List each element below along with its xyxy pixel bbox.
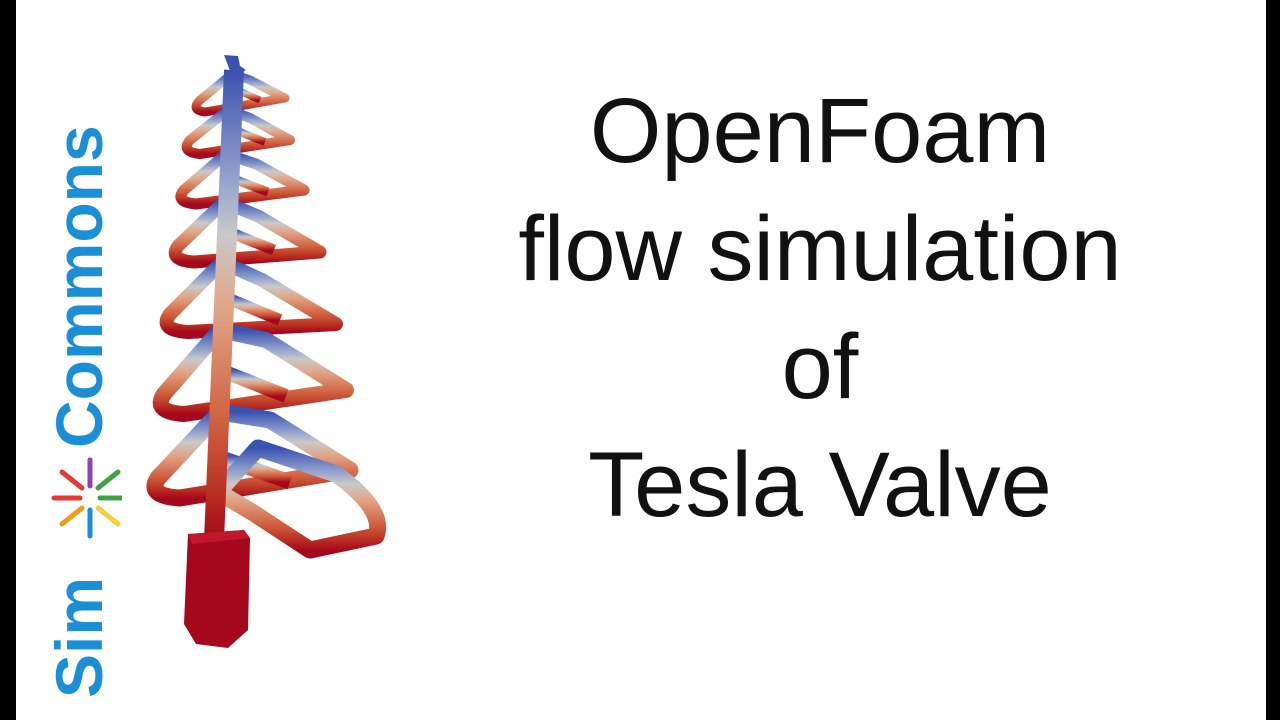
- left-letterbox: [0, 0, 16, 720]
- logo-burst-icon: [51, 457, 122, 539]
- title: OpenFoam flow simulation of Tesla Valve: [410, 72, 1230, 544]
- logo-text-commons: Commons: [42, 125, 116, 448]
- title-line-3: of: [781, 316, 859, 418]
- tesla-valve-render: [146, 55, 387, 648]
- right-letterbox: [1266, 0, 1280, 720]
- title-line-2: flow simulation: [518, 198, 1122, 300]
- title-line-4: Tesla Valve: [588, 434, 1052, 536]
- simcommons-logo: Sim Commons: [42, 125, 122, 698]
- title-line-1: OpenFoam: [589, 80, 1051, 182]
- logo-text-sim: Sim: [42, 577, 116, 698]
